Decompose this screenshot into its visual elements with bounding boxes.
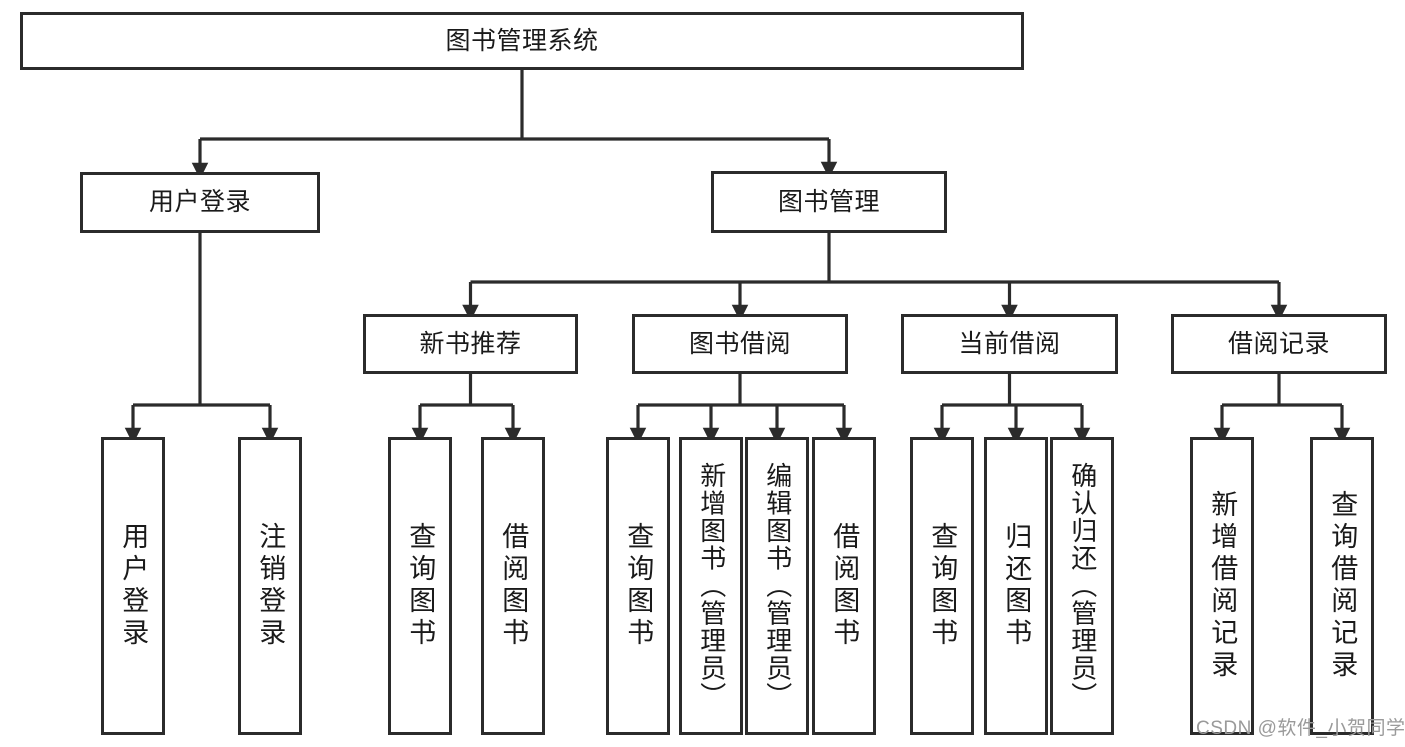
node-current-borrow: 当前借阅 [901,314,1118,374]
node-label: 当前借阅 [958,329,1061,358]
node-leaf-borrow-book-2: 借阅图书 [812,437,876,735]
node-label: 借阅记录 [1227,329,1330,358]
node-book-borrow: 图书借阅 [632,314,848,374]
node-label: 图书借阅 [688,329,791,358]
node-label: 用户登录 [148,188,251,217]
node-label: 确认归还（管理员） [1067,462,1098,710]
node-label: 新书推荐 [419,329,522,358]
node-label: 图书管理系统 [445,26,599,55]
node-leaf-query-book-2: 查询图书 [606,437,670,735]
edge-group [124,70,1351,445]
node-leaf-query-record: 查询借阅记录 [1310,437,1374,735]
node-label: 图书管理 [777,187,880,216]
node-label: 归还图书 [1001,522,1032,650]
node-label: 新增借阅记录 [1207,490,1238,682]
node-leaf-user-login: 用户登录 [101,437,165,735]
node-borrow-record: 借阅记录 [1171,314,1387,374]
node-leaf-logout: 注销登录 [238,437,302,735]
node-label: 借阅图书 [829,522,860,650]
node-new-book-recommend: 新书推荐 [363,314,578,374]
node-label: 查询借阅记录 [1327,490,1358,682]
node-leaf-edit-book: 编辑图书（管理员） [745,437,809,735]
node-label: 用户登录 [118,522,149,650]
node-label: 查询图书 [623,522,654,650]
node-leaf-add-record: 新增借阅记录 [1190,437,1254,735]
node-leaf-confirm-return: 确认归还（管理员） [1050,437,1114,735]
node-root: 图书管理系统 [20,12,1024,70]
node-label: 查询图书 [927,522,958,650]
node-leaf-borrow-book-1: 借阅图书 [481,437,545,735]
node-label: 查询图书 [405,522,436,650]
csdn-watermark: CSDN @软件_小贺同学 [1196,718,1405,739]
node-label: 借阅图书 [498,522,529,650]
node-leaf-query-book-3: 查询图书 [910,437,974,735]
node-label: 注销登录 [255,522,286,650]
node-user-login: 用户登录 [80,172,320,233]
node-label: 编辑图书（管理员） [762,462,793,710]
node-book-manage: 图书管理 [711,171,947,233]
node-leaf-return-book: 归还图书 [984,437,1048,735]
node-leaf-add-book: 新增图书（管理员） [679,437,743,735]
node-leaf-query-book-1: 查询图书 [388,437,452,735]
node-label: 新增图书（管理员） [696,462,727,710]
